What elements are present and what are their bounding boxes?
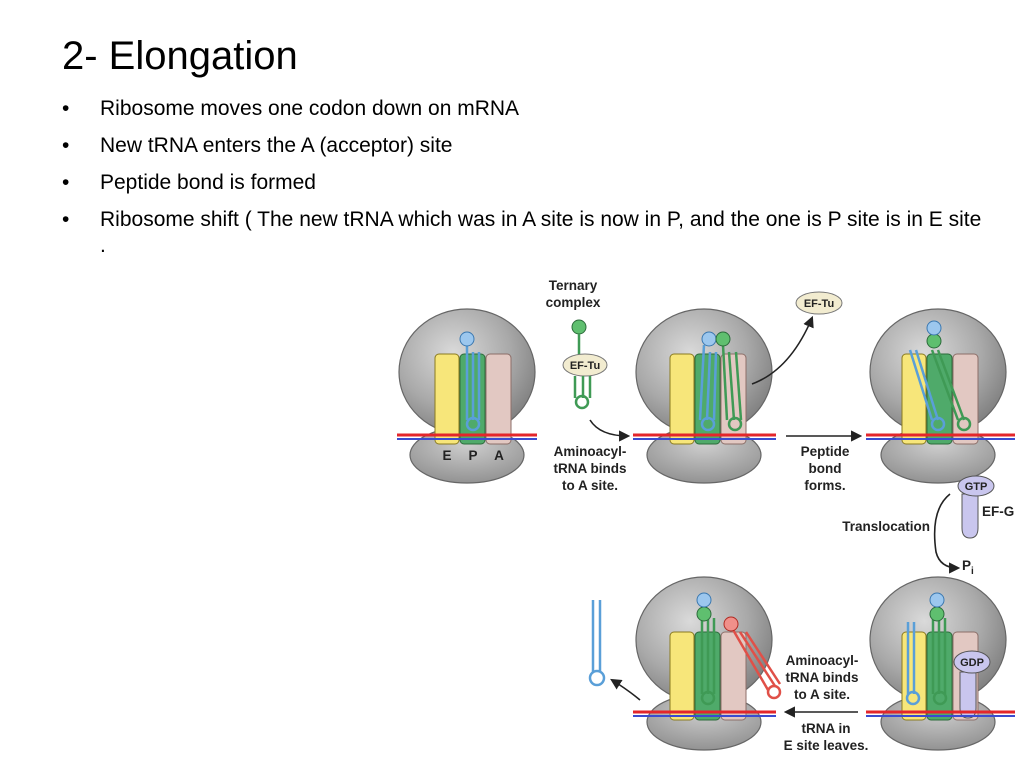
arrow-translocation bbox=[933, 493, 961, 574]
ribosome-panel-2 bbox=[633, 308, 776, 484]
bullet-glyph: • bbox=[62, 97, 70, 120]
gtp-label: GTP bbox=[965, 481, 988, 493]
arrow-eftu-release bbox=[751, 315, 814, 385]
binds2-line1: Aminoacyl- bbox=[786, 653, 859, 668]
efg-label: EF-G bbox=[982, 504, 1014, 519]
translocation-label: Translocation bbox=[842, 519, 930, 534]
bullet-glyph: • bbox=[62, 208, 70, 231]
bullet-list: • Ribosome moves one codon down on mRNA •… bbox=[62, 96, 982, 270]
bullet-text: Ribosome shift ( The new tRNA which was … bbox=[100, 208, 982, 257]
binds2-line2: tRNA binds bbox=[786, 670, 859, 685]
bullet-item: • Peptide bond is formed bbox=[62, 170, 982, 196]
binds1-line2: tRNA binds bbox=[554, 461, 627, 476]
binds1-line1: Aminoacyl- bbox=[554, 444, 627, 459]
bullet-glyph: • bbox=[62, 134, 70, 157]
efg-gtp: GTP bbox=[957, 475, 995, 539]
peptide-line2: bond bbox=[809, 461, 842, 476]
ribosome-panel-4: GDP bbox=[866, 576, 1015, 751]
bullet-text: Peptide bond is formed bbox=[100, 171, 316, 194]
bullet-item: • Ribosome shift ( The new tRNA which was… bbox=[62, 207, 982, 259]
arrow-binds-1 bbox=[589, 419, 631, 442]
ribosome-panel-5 bbox=[633, 576, 782, 751]
eftu-label-ternary: EF-Tu bbox=[570, 360, 600, 372]
ternary-label-line1: Ternary bbox=[549, 278, 598, 293]
binds2-line3: to A site. bbox=[794, 687, 850, 702]
bullet-item: • New tRNA enters the A (acceptor) site bbox=[62, 133, 982, 159]
binds1-line3: to A site. bbox=[562, 478, 618, 493]
site-label-e: E bbox=[442, 448, 451, 463]
trna-blue bbox=[465, 345, 481, 432]
bullet-glyph: • bbox=[62, 171, 70, 194]
ternary-complex: Ternary complex EF-Tu bbox=[546, 278, 608, 410]
ribosome-panel-1: E P A bbox=[397, 308, 537, 484]
leaves-line2: E site leaves. bbox=[784, 738, 869, 753]
leaves-line1: tRNA in bbox=[802, 721, 851, 736]
ternary-label-line2: complex bbox=[546, 295, 601, 310]
site-label-a: A bbox=[494, 448, 504, 463]
ribosome-panel-3 bbox=[866, 308, 1015, 484]
peptide-line1: Peptide bbox=[801, 444, 850, 459]
pi-label: Pi bbox=[962, 558, 974, 577]
bullet-text: Ribosome moves one codon down on mRNA bbox=[100, 97, 520, 120]
gdp-label: GDP bbox=[960, 657, 984, 669]
bullet-item: • Ribosome moves one codon down on mRNA bbox=[62, 96, 982, 122]
bullet-text: New tRNA enters the A (acceptor) site bbox=[100, 134, 453, 157]
trna-exiting bbox=[588, 600, 606, 687]
eftu-released bbox=[795, 291, 843, 315]
eftu-label-released: EF-Tu bbox=[804, 298, 834, 310]
peptide-line3: forms. bbox=[804, 478, 845, 493]
slide-title: 2- Elongation bbox=[62, 34, 298, 78]
arrow-trna-exit bbox=[610, 678, 641, 701]
site-label-p: P bbox=[468, 448, 477, 463]
